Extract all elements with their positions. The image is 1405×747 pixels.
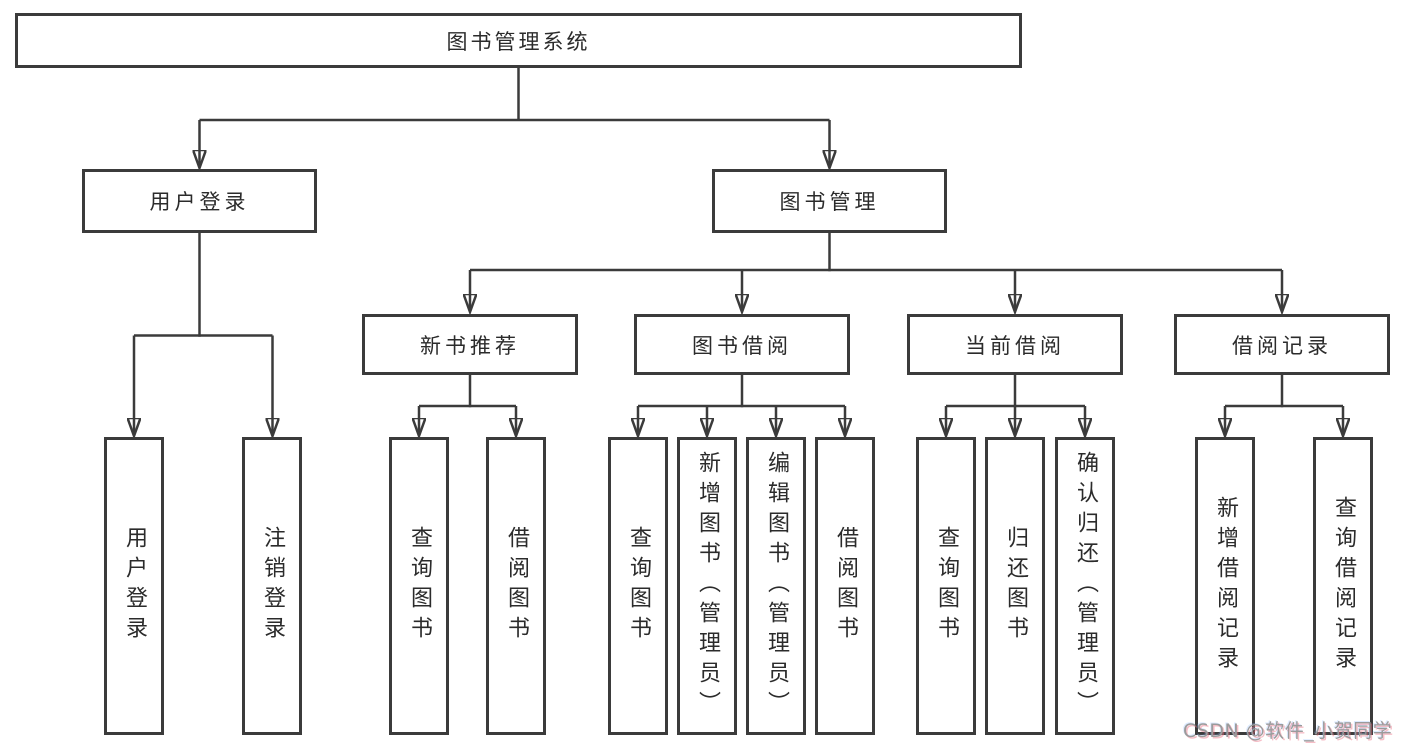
node-borrowing-borrow-books: 借阅图书 [815, 437, 875, 735]
node-records-query-record: 查询借阅记录 [1313, 437, 1373, 735]
node-borrowing-query-books: 查询图书 [608, 437, 668, 735]
node-borrowing-query-books-label: 查询图书 [626, 526, 651, 646]
node-current-return-books-label: 归还图书 [1003, 526, 1028, 646]
edge-new-book-recommend-to-children [419, 375, 516, 434]
node-user-login-label: 用户登录 [122, 526, 147, 646]
edge-user-login-branch-to-children [134, 233, 273, 434]
edge-book-management-to-level3 [470, 233, 1282, 310]
node-current-return-books: 归还图书 [985, 437, 1045, 735]
node-current-query-books: 查询图书 [916, 437, 976, 735]
node-borrowing-borrow-books-label: 借阅图书 [833, 526, 858, 646]
node-new-book-recommend: 新书推荐 [362, 314, 578, 375]
node-recommend-borrow-books-label: 借阅图书 [504, 526, 529, 646]
node-user-login-branch-label: 用户登录 [149, 190, 250, 214]
edge-book-borrowing-to-children [638, 375, 845, 434]
node-borrowing-records-label: 借阅记录 [1232, 333, 1332, 358]
node-borrowing-add-books: 新增图书（管理员） [677, 437, 737, 735]
node-borrowing-add-books-label: 新增图书（管理员） [695, 451, 720, 721]
csdn-watermark: CSDN @软件_小贺同学 [1183, 720, 1393, 742]
node-logout-login-label: 注销登录 [260, 526, 285, 646]
node-borrowing-records: 借阅记录 [1174, 314, 1390, 375]
edge-root-to-level2 [200, 68, 830, 166]
edge-current-borrowing-to-children [946, 375, 1085, 434]
node-book-borrowing-label: 图书借阅 [692, 333, 792, 358]
node-borrowing-edit-books-label: 编辑图书（管理员） [764, 451, 789, 721]
node-current-query-books-label: 查询图书 [934, 526, 959, 646]
node-current-borrowing-label: 当前借阅 [965, 333, 1065, 358]
node-records-query-record-label: 查询借阅记录 [1331, 496, 1356, 676]
node-logout-login: 注销登录 [242, 437, 302, 735]
node-user-login-branch: 用户登录 [82, 169, 317, 233]
node-root-system: 图书管理系统 [15, 13, 1022, 68]
edge-borrowing-records-to-children [1225, 375, 1343, 434]
node-book-management: 图书管理 [712, 169, 947, 233]
node-new-book-recommend-label: 新书推荐 [420, 333, 520, 358]
node-recommend-query-books-label: 查询图书 [407, 526, 432, 646]
node-records-add-record-label: 新增借阅记录 [1213, 496, 1238, 676]
node-current-confirm-return: 确认归还（管理员） [1055, 437, 1115, 735]
node-borrowing-edit-books: 编辑图书（管理员） [746, 437, 806, 735]
node-current-confirm-return-label: 确认归还（管理员） [1073, 451, 1098, 721]
node-user-login: 用户登录 [104, 437, 164, 735]
node-recommend-borrow-books: 借阅图书 [486, 437, 546, 735]
node-root-system-label: 图书管理系统 [446, 29, 591, 54]
node-recommend-query-books: 查询图书 [389, 437, 449, 735]
node-book-borrowing: 图书借阅 [634, 314, 850, 375]
node-records-add-record: 新增借阅记录 [1195, 437, 1255, 735]
node-book-management-label: 图书管理 [779, 190, 880, 214]
node-current-borrowing: 当前借阅 [907, 314, 1123, 375]
